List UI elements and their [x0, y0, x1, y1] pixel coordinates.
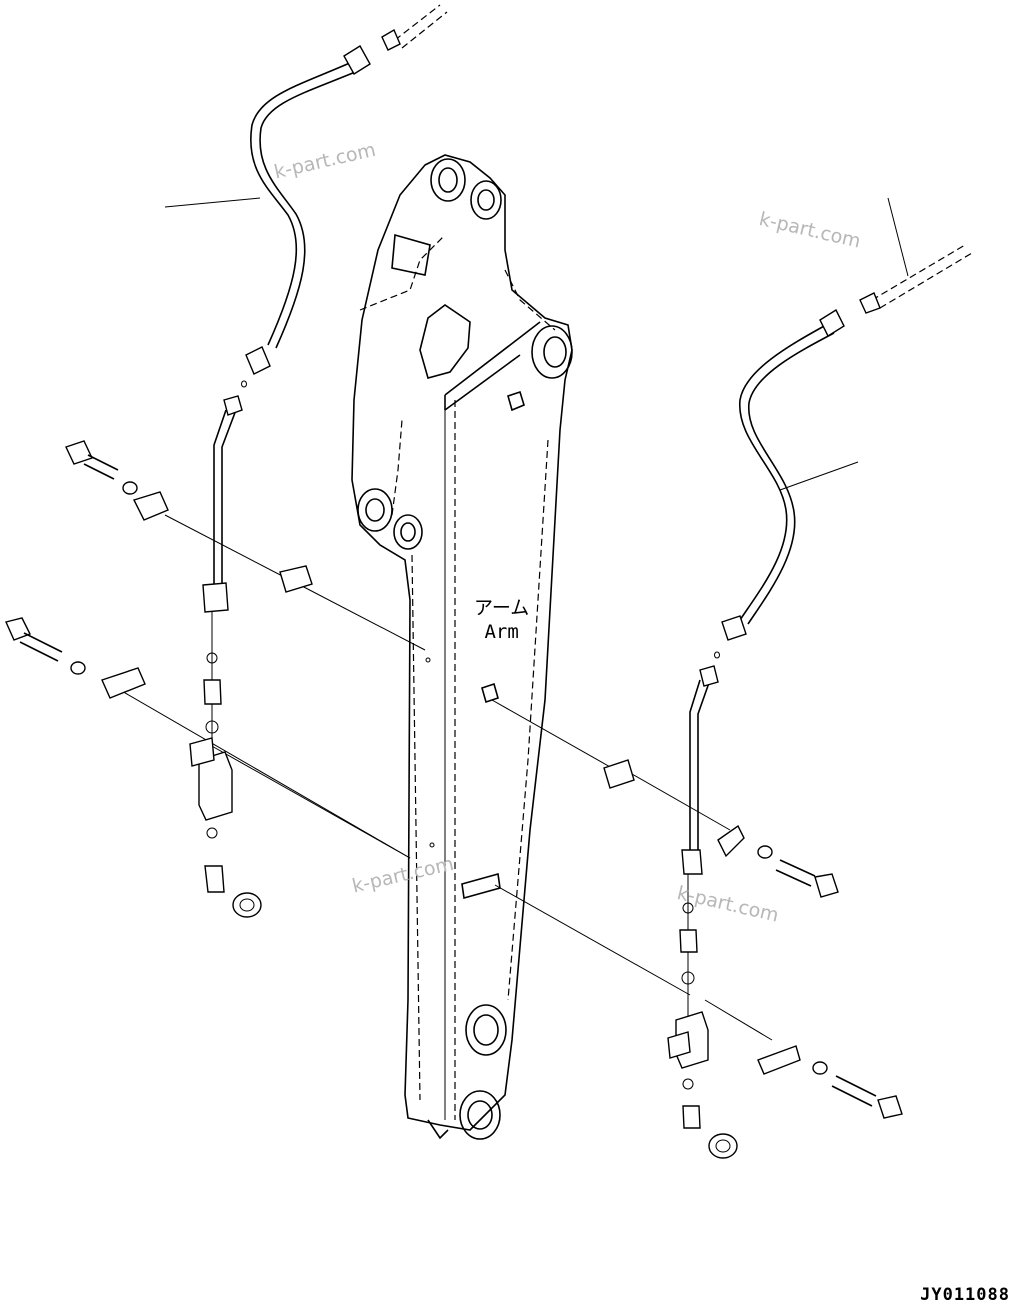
right-hose-assembly — [603, 244, 973, 1159]
arm-label: アーム Arm — [474, 596, 529, 644]
arm-body — [351, 154, 573, 1140]
left-hose-assembly — [5, 4, 448, 918]
arm-label-jp: アーム — [474, 597, 530, 619]
drawing-code: JY011088 — [920, 1285, 1010, 1305]
arm-label-en: Arm — [484, 621, 519, 643]
